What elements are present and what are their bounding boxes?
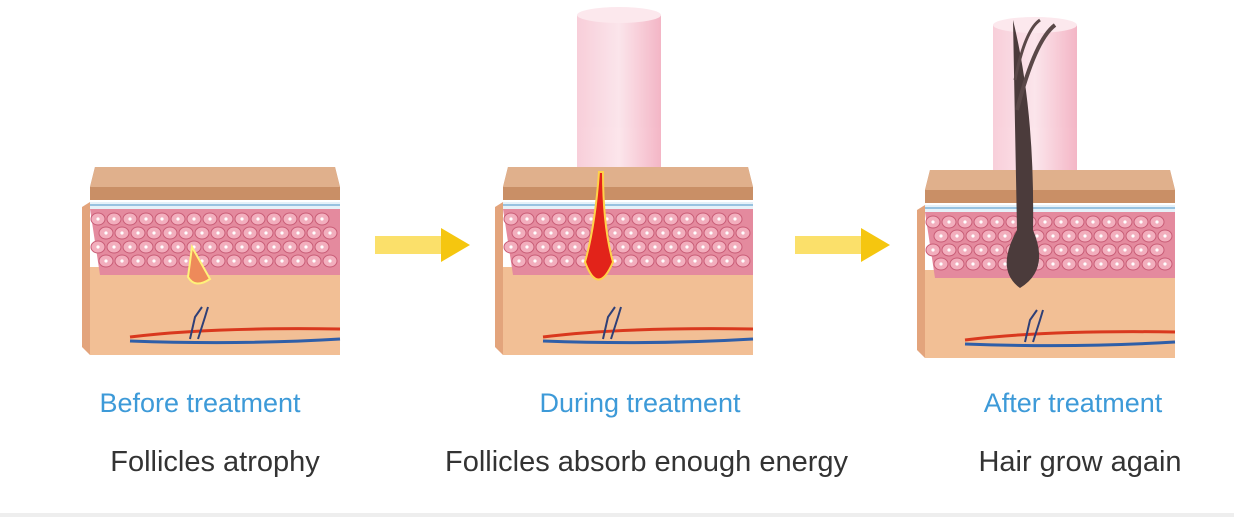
heated-follicle xyxy=(583,171,615,281)
dermis-side xyxy=(917,205,925,358)
regrown-hair xyxy=(1006,20,1040,288)
stage-title-before: Before treatment xyxy=(99,388,301,418)
stage-desc-during: Follicles absorb enough energy xyxy=(445,446,849,478)
skin-block-during xyxy=(495,167,754,355)
bottom-divider xyxy=(0,513,1234,517)
dermis-side xyxy=(495,202,503,355)
stage-desc-before: Follicles atrophy xyxy=(110,446,320,478)
hair-strand xyxy=(1013,18,1041,81)
capillary xyxy=(1024,309,1044,343)
stage-title-during: During treatment xyxy=(539,388,741,418)
vein xyxy=(964,340,1176,348)
artery xyxy=(129,327,341,339)
laser-beam-during xyxy=(577,7,661,185)
vein xyxy=(542,337,754,345)
artery xyxy=(542,327,754,339)
skin-block-after xyxy=(917,18,1176,358)
capillary xyxy=(189,306,209,340)
atrophied-follicle xyxy=(186,243,212,285)
artery xyxy=(964,330,1176,342)
arrow-right-icon xyxy=(795,228,890,262)
dermis-side xyxy=(82,202,90,355)
capillary xyxy=(602,306,622,340)
arrow-right-icon xyxy=(375,228,470,262)
stage-desc-after: Hair grow again xyxy=(978,446,1182,478)
hair-strand xyxy=(1015,23,1057,111)
skin-block-before xyxy=(82,167,341,355)
stage-title-after: After treatment xyxy=(983,388,1163,418)
vein xyxy=(129,337,341,345)
laser-beam-after xyxy=(993,17,1077,190)
